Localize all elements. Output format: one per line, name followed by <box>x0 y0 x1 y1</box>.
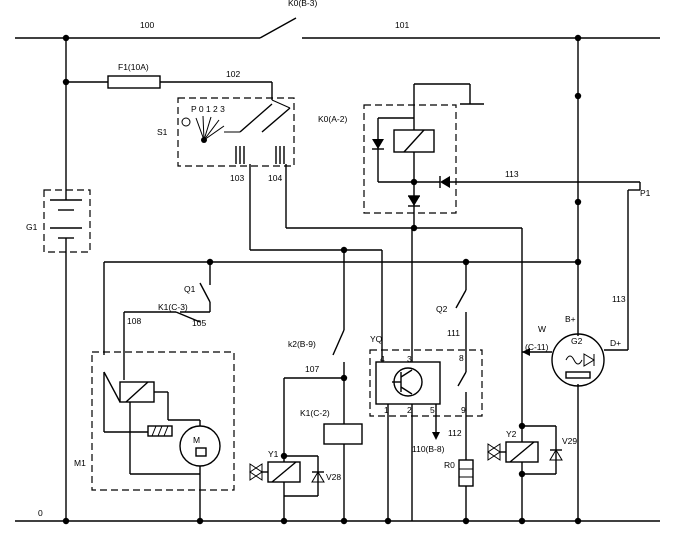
alternator-b-plus-label: B+ <box>565 314 576 324</box>
solenoid-valve-y2 <box>487 425 563 521</box>
supply-bus-262 <box>103 250 578 355</box>
switch-s1-label: S1 <box>157 127 168 137</box>
resistor-r0-label: R0 <box>444 460 455 470</box>
switch-q1-label: Q1 <box>184 284 196 294</box>
contact-k2-label: k2(B-9) <box>288 339 316 349</box>
main-rails <box>15 17 660 522</box>
k0-contact-label: K0(B-3) <box>288 0 317 8</box>
p1-label: P1 <box>640 188 651 198</box>
net-label-111: 111 <box>447 328 460 338</box>
net-label-108: 108 <box>127 316 141 326</box>
alternator-d-plus-label: D+ <box>610 338 621 348</box>
alternator-g2-label: G2 <box>571 336 583 346</box>
yq-pin-2: 2 <box>407 405 412 415</box>
regulator-yq-label: YQ <box>370 334 383 344</box>
yq-pin-5: 5 <box>430 405 435 415</box>
battery-g1 <box>43 38 91 521</box>
y1-label: Y1 <box>268 449 279 459</box>
net-label-112: 112 <box>448 428 462 438</box>
yq-pin-9: 9 <box>461 405 466 415</box>
fuse-label: F1(10A) <box>118 62 149 72</box>
net-label-110: 110(B-8) <box>412 444 445 454</box>
v28-label: V28 <box>326 472 341 482</box>
regulator-yq <box>369 349 483 521</box>
yq-pin-8: 8 <box>459 353 464 363</box>
net-label-113a: 113 <box>505 169 519 179</box>
contact-k1 <box>123 311 201 380</box>
yq-pin-4: 4 <box>380 354 385 364</box>
switch-q2-label: Q2 <box>436 304 448 314</box>
alternator-w-label: W <box>538 324 546 334</box>
relay-k0-label: K0(A-2) <box>318 114 347 124</box>
switch-output-wiring <box>249 164 523 426</box>
net-label-100: 100 <box>140 20 154 30</box>
switch-s1-positions: P 0 1 2 3 <box>191 104 225 114</box>
contact-k1-label: K1(C-3) <box>158 302 188 312</box>
switch-q2 <box>455 289 467 358</box>
solenoid-valve-y1 <box>249 455 325 521</box>
alternator-g2 <box>522 182 641 387</box>
net-label-107: 107 <box>305 364 319 374</box>
net-label-101: 101 <box>395 20 409 30</box>
fuse-f1 <box>66 75 273 100</box>
relay-coil-k1 <box>323 416 363 521</box>
relay-k0 <box>363 83 640 355</box>
net-label-113b: 113 <box>612 294 626 304</box>
contact-k2 <box>283 329 345 456</box>
junction-dots <box>62 34 582 525</box>
switch-q1 <box>180 262 211 313</box>
net-label-104: 104 <box>268 173 282 183</box>
yq-pin-1: 1 <box>384 405 389 415</box>
svg-text:M: M <box>193 435 200 445</box>
alternator-c11-label: (C-11) <box>525 342 549 352</box>
battery-label: G1 <box>26 222 38 232</box>
starter-motor-m1: M <box>91 351 235 521</box>
resistor-r0 <box>458 459 474 521</box>
net-label-103: 103 <box>230 173 244 183</box>
net-label-0: 0 <box>38 508 43 518</box>
net-label-105: 105 <box>192 318 206 328</box>
motor-label: M1 <box>74 458 86 468</box>
relay-coil-k1-label: K1(C-2) <box>300 408 330 418</box>
net-label-102: 102 <box>226 69 240 79</box>
y2-label: Y2 <box>506 429 517 439</box>
yq-pin-3: 3 <box>407 354 412 364</box>
ignition-switch-s1 <box>177 97 295 167</box>
v29-label: V29 <box>562 436 577 446</box>
